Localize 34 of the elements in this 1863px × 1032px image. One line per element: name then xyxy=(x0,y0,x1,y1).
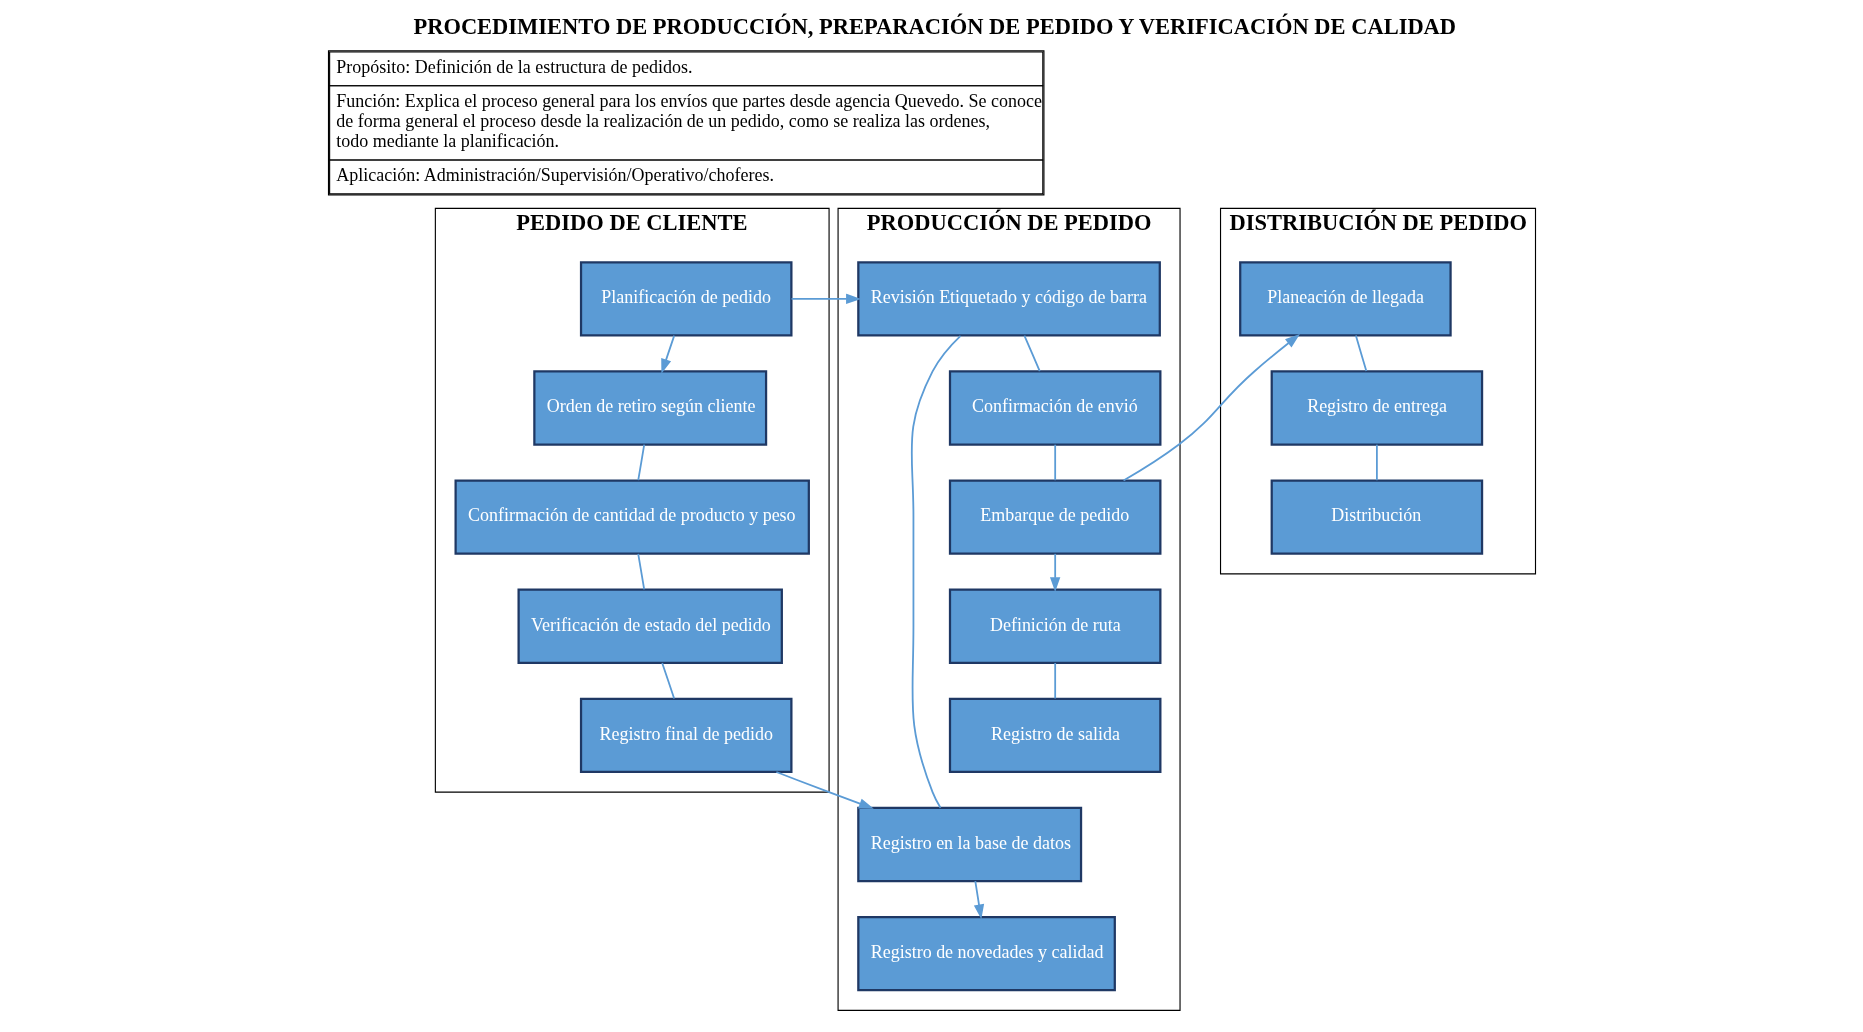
connector xyxy=(1375,443,1378,482)
node-box: Embarque de pedido xyxy=(948,479,1161,555)
node-box: Registro final de pedido xyxy=(579,697,792,774)
arrow xyxy=(790,293,861,305)
connector xyxy=(636,443,645,482)
connector xyxy=(1354,334,1367,372)
arrow xyxy=(1049,552,1060,593)
connector xyxy=(1053,662,1056,700)
connector xyxy=(1053,443,1056,482)
diagram-title: PROCEDIMIENTO DE PRODUCCIÓN, PREPARACIÓN DE PEDIDO Y VERIFICACIÓN DE CALIDAD xyxy=(412,13,1456,39)
arrow xyxy=(775,771,874,809)
connector xyxy=(636,552,645,591)
node-box: Verificación de estado del pedido xyxy=(516,588,783,664)
arrow xyxy=(973,880,984,920)
arrow xyxy=(660,334,675,374)
node-box: Definición de ruta xyxy=(948,588,1161,664)
node-box: Registro en la base de datos xyxy=(856,806,1082,883)
connector xyxy=(1023,334,1041,372)
label: Función: Explica el proceso general para los envíos que partes desde agencia Quevedo. Se conoce de forma general el proceso desde la realización de un pedido, como se realiza las ordenes, todo mediante la planificación. xyxy=(335,90,1042,152)
node-box: Revisión Etiquetado y código de barra xyxy=(856,261,1161,337)
node-box: Planeación de llegada xyxy=(1238,261,1452,337)
node-box: Registro de salida xyxy=(948,697,1161,774)
node-box: Confirmación de cantidad de producto y peso xyxy=(454,479,810,555)
node-box: Distribución xyxy=(1270,479,1483,555)
label: Propósito: Definición de la estructura de pedidos. xyxy=(335,57,692,78)
node-box: Planificación de pedido xyxy=(579,261,792,337)
node-box: Confirmación de envió xyxy=(948,370,1161,446)
arrow xyxy=(1122,334,1300,482)
connector xyxy=(910,334,961,809)
node-box: Registro de entrega xyxy=(1270,370,1483,446)
label: Aplicación: Administración/Supervisión/Operativo/choferes. xyxy=(335,165,774,186)
node-box: Orden de retiro según cliente xyxy=(532,370,767,446)
node-box: Registro de novedades y calidad xyxy=(856,915,1116,992)
connector xyxy=(660,662,675,700)
